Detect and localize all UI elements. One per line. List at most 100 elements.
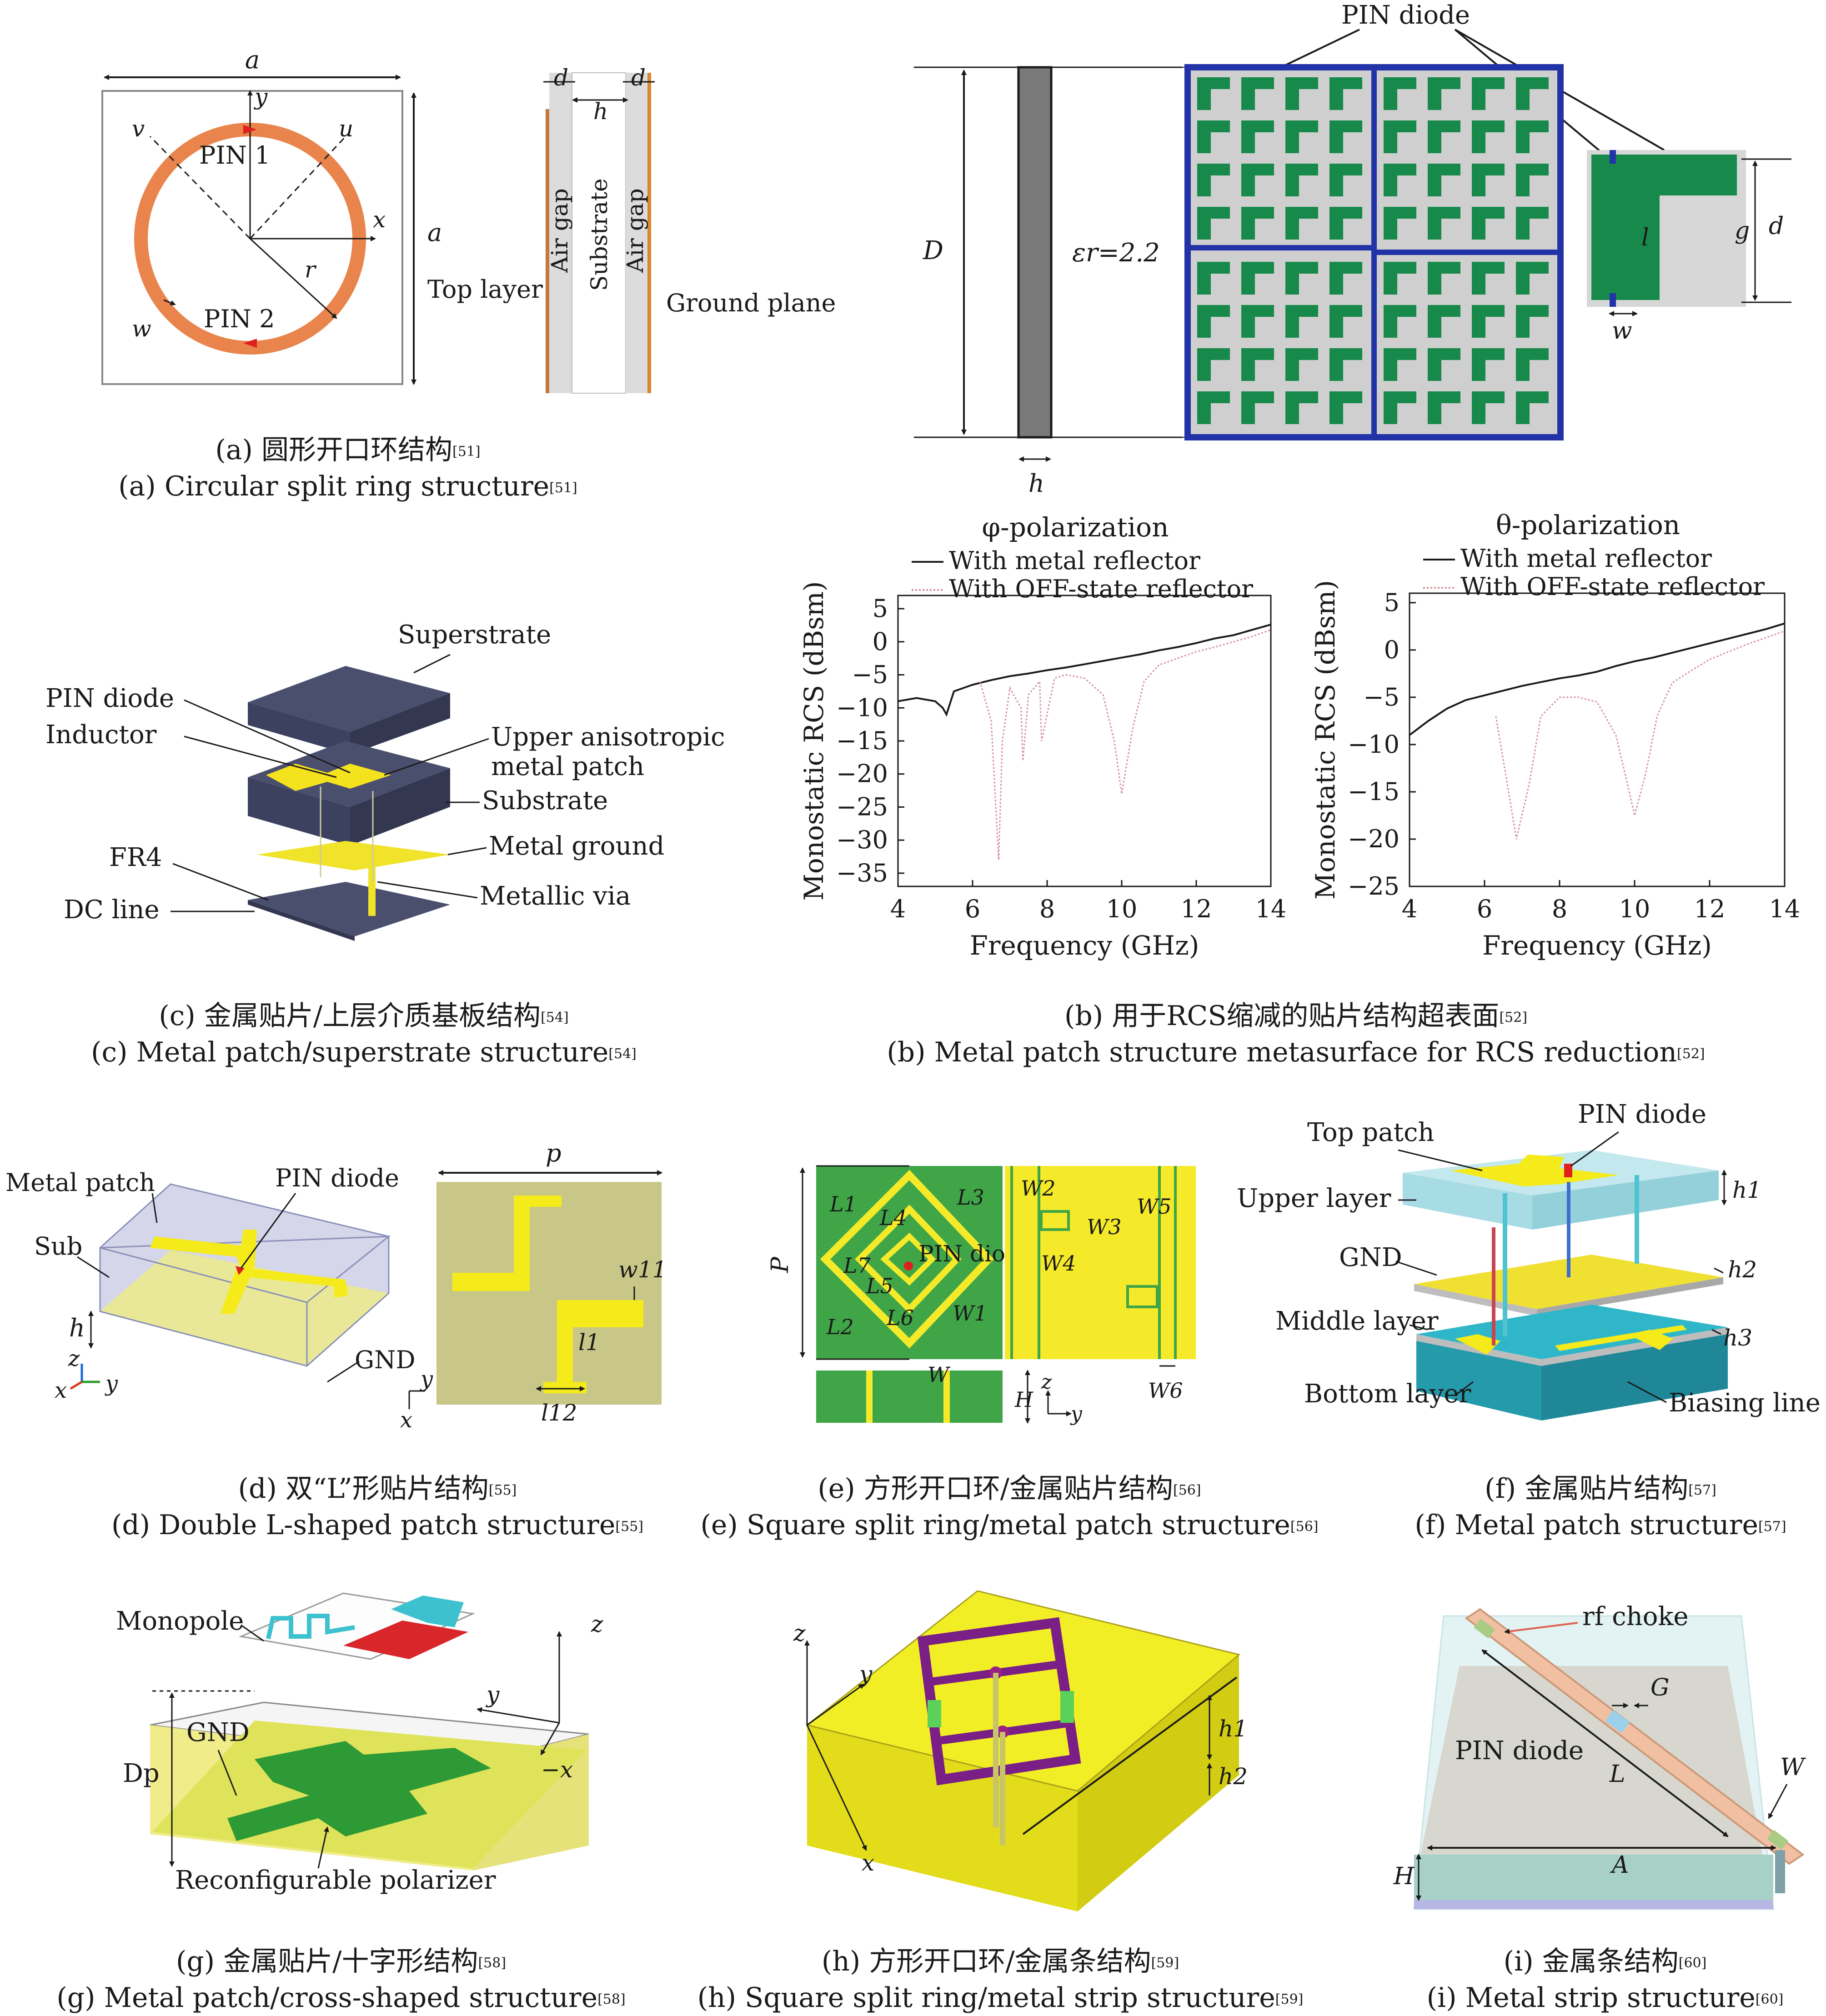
label-upper-2: metal patch (491, 752, 644, 781)
plot-frame (1409, 592, 1786, 887)
metasurface-cell (1384, 77, 1416, 110)
caption-g: (g) 金属贴片/十字形结构[58] (g) Metal patch/cross… (27, 1943, 655, 2016)
metasurface-cell (1285, 348, 1318, 381)
label-metal-patch: Metal patch (5, 1168, 155, 1197)
metasurface-cell (1197, 262, 1230, 295)
label-W3: W3 (1087, 1215, 1122, 1239)
label-z-h: z (793, 1620, 806, 1646)
metasurface-cell (1241, 391, 1274, 424)
caption-h: (h) 方形开口环/金属条结构[59] (h) Square split rin… (682, 1943, 1319, 2016)
label-y-g: y (486, 1681, 500, 1708)
label-d2: d (631, 65, 646, 91)
metasurface-cell (1197, 348, 1230, 381)
label-w-b: w (1612, 317, 1632, 345)
label-top-patch: Top patch (1307, 1118, 1435, 1147)
label-A-i: A (1610, 1851, 1629, 1879)
panel-g: Monopole Dp GND Reconfigurable polarizer… (116, 1592, 603, 1895)
ref-g-2: [58] (597, 1991, 626, 2007)
metasurface-cell (1241, 305, 1274, 338)
metasurface-cell (1472, 391, 1505, 424)
metasurface-cell (1285, 391, 1318, 424)
label-x-h: x (862, 1850, 874, 1876)
x-tick-label: 14 (1255, 895, 1287, 923)
y-tick-label: −10 (1348, 730, 1400, 759)
metasurface-cell (1384, 348, 1416, 381)
metasurface-cell (1241, 207, 1274, 240)
caption-g-cn: (g) 金属贴片/十字形结构 (176, 1946, 478, 1977)
caption-h-cn: (h) 方形开口环/金属条结构 (821, 1946, 1151, 1977)
caption-d-cn: (d) 双“L”形贴片结构 (238, 1473, 489, 1505)
label-upper-layer: Upper layer (1237, 1184, 1391, 1213)
label-L1: L1 (829, 1192, 857, 1216)
metasurface-cell (1197, 391, 1230, 424)
metasurface-cell (1384, 391, 1416, 424)
y-tick-label: 0 (1384, 635, 1400, 664)
label-top-layer: Top layer (427, 275, 543, 304)
x-tick-label: 4 (1402, 895, 1417, 923)
metasurface-cells (1197, 77, 1549, 424)
metasurface-cell (1285, 120, 1318, 153)
label-y: y (254, 84, 268, 110)
label-ground-plane: Ground plane (666, 289, 836, 317)
caption-c: (c) 金属贴片/上层介质基板结构[54] (c) Metal patch/su… (68, 998, 659, 1071)
panel-a: a a y x u v r w PIN 1 PIN 2 d d h Air ga… (101, 45, 836, 394)
caption-i-en: (i) Metal strip structure (1426, 1982, 1756, 2014)
label-G-i: G (1650, 1674, 1670, 1701)
metasurface-cell (1428, 120, 1460, 153)
metasurface-cell (1197, 77, 1230, 110)
x-tick-label: 10 (1619, 895, 1650, 923)
label-pin-i: PIN diode (1455, 1736, 1584, 1766)
label-g-b: g (1735, 217, 1750, 245)
label-a-top: a (245, 45, 260, 74)
y-tick-label: −25 (836, 792, 888, 821)
x-axis-label: Frequency (GHz) (970, 930, 1199, 961)
metasurface-cell (1329, 207, 1362, 240)
label-p-d: p (546, 1139, 562, 1167)
x-tick-label: 6 (965, 895, 980, 923)
label-sub: Sub (34, 1232, 82, 1261)
label-gnd-f: GND (1339, 1243, 1402, 1272)
label-pin2: PIN 2 (204, 305, 275, 333)
chart-title: φ-polarization (982, 512, 1169, 543)
label-z-g: z (591, 1611, 603, 1637)
metasurface-cell (1285, 207, 1318, 240)
label-bottom-layer: Bottom layer (1304, 1379, 1471, 1409)
ref-c-1: [54] (541, 1010, 569, 1026)
label-W2: W2 (1021, 1176, 1056, 1201)
label-h-b: h (1028, 469, 1044, 498)
metasurface-cell (1472, 262, 1505, 295)
label-y-h: y (858, 1661, 873, 1687)
caption-d: (d) 双“L”形贴片结构[55] (d) Double L-shaped pa… (82, 1471, 673, 1543)
y-axis-label: Monostatic RCS (dBsm) (798, 581, 829, 901)
metasurface-cell (1329, 120, 1362, 153)
panel-f: Top patch PIN diode Upper layer GND Midd… (1237, 1100, 1821, 1421)
chart-title: θ-polarization (1496, 510, 1680, 540)
metasurface-cell (1428, 305, 1460, 338)
label-rf-choke: rf choke (1582, 1602, 1689, 1631)
caption-e-cn: (e) 方形开口环/金属贴片结构 (818, 1473, 1174, 1505)
label-x-d: x (55, 1378, 67, 1403)
label-l1: l1 (578, 1329, 600, 1356)
metasurface-cell (1428, 164, 1460, 196)
metasurface-cell (1472, 207, 1505, 240)
x-axis-label: Frequency (GHz) (1482, 930, 1712, 961)
label-h3-f: h3 (1723, 1325, 1752, 1351)
metasurface-cell (1472, 305, 1505, 338)
metasurface-cell (1384, 207, 1416, 240)
panel-b-top: PIN diode D h εr=2.2 d l g w (914, 0, 1791, 498)
label-a-side: a (427, 218, 442, 247)
series-line-2 (979, 629, 1271, 860)
metasurface-cell (1241, 262, 1274, 295)
y-tick-label: −35 (836, 859, 888, 887)
label-x2-d: x (400, 1407, 412, 1433)
label-z-d: z (68, 1346, 80, 1371)
metasurface-cell (1241, 348, 1274, 381)
label-r: r (305, 256, 317, 283)
caption-d-en: (d) Double L-shaped patch structure (111, 1509, 616, 1541)
metasurface-cell (1197, 207, 1230, 240)
y-tick-label: −30 (836, 825, 888, 854)
label-pin1: PIN 1 (199, 141, 270, 170)
label-superstrate: Superstrate (398, 620, 551, 650)
label-dc-line: DC line (64, 895, 160, 925)
